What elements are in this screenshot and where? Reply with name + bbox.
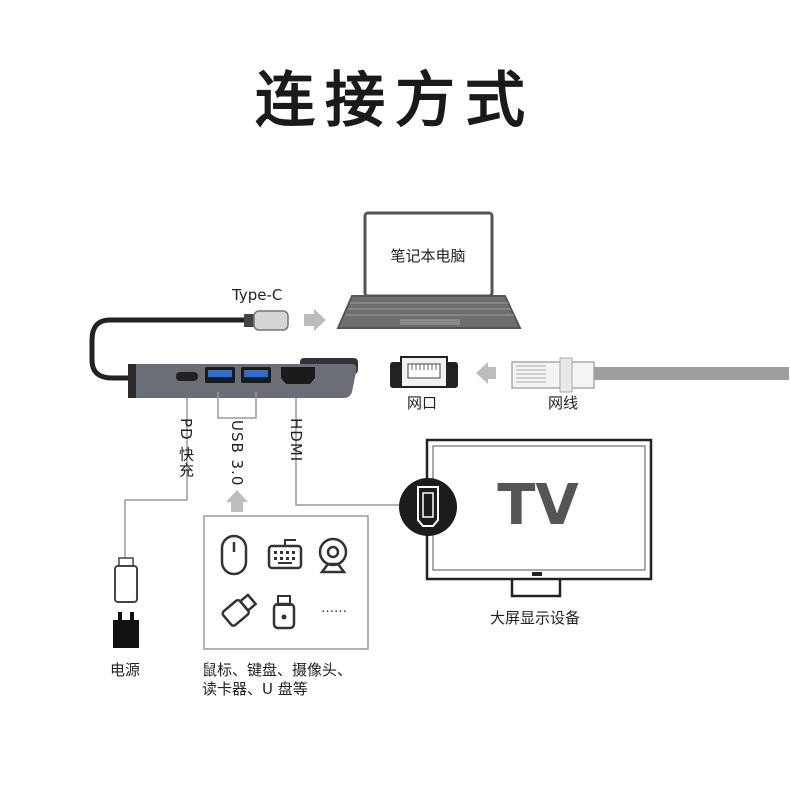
- peripherals-line2: 读卡器、U 盘等: [202, 680, 308, 698]
- tv-caption: 大屏显示设备: [490, 609, 581, 627]
- webcam-icon: [318, 537, 348, 574]
- laptop-label: 笔记本电脑: [390, 247, 465, 265]
- rj45-plug-icon: [511, 357, 789, 393]
- power-adapter-icon: [113, 612, 139, 648]
- typec-label: Type-C: [232, 286, 283, 304]
- hub-icon: [128, 358, 358, 398]
- ethernet-port-icon: [390, 356, 458, 388]
- more-dots: ……: [321, 601, 347, 616]
- tv-icon: [425, 438, 653, 598]
- typec-cable: [89, 317, 250, 381]
- peripherals-line1: 鼠标、键盘、摄像头、: [202, 661, 353, 679]
- cable-label: 网线: [548, 394, 579, 412]
- card-reader-icon: [272, 595, 296, 630]
- arrow-icon: [226, 490, 248, 512]
- typec-plug-boot: [244, 314, 254, 327]
- connector-lines: [124, 392, 405, 560]
- arrow-icon: [476, 362, 496, 384]
- page-title: 连接方式: [255, 66, 535, 136]
- usb-label: USB 3.0: [228, 420, 246, 487]
- pd-label: PD 快充: [177, 418, 195, 479]
- mouse-icon: [220, 534, 248, 576]
- typec-plug: [253, 310, 289, 331]
- usb-drive-icon: [221, 593, 258, 627]
- power-label: 电源: [110, 661, 141, 679]
- laptop-icon: [336, 211, 522, 329]
- hdmi-label: HDMI: [287, 418, 305, 463]
- hdmi-icon: [399, 478, 457, 536]
- keyboard-icon: [267, 539, 303, 570]
- usb-plug-icon: [114, 557, 138, 603]
- port-label: 网口: [407, 394, 438, 412]
- tv-label: TV: [497, 473, 579, 538]
- arrow-icon: [304, 309, 326, 331]
